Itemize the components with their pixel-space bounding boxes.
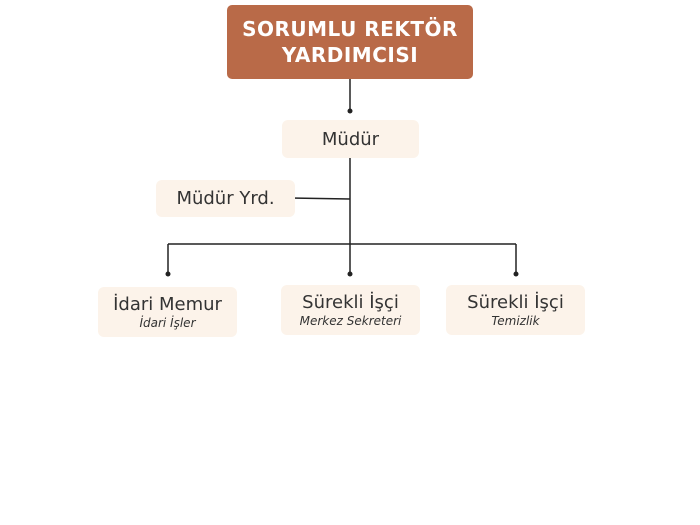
staff-node-administrative-officer: İdari Memur İdari İşler	[98, 287, 237, 337]
deputy-manager-node: Müdür Yrd.	[156, 180, 295, 217]
staff-subtitle: Temizlik	[491, 313, 540, 328]
connector-dot-staff3	[513, 271, 519, 277]
manager-node: Müdür	[282, 120, 419, 158]
staff-subtitle: İdari İşler	[139, 315, 196, 330]
top-node-vice-rector: SORUMLU REKTÖR YARDIMCISI	[227, 5, 473, 79]
connector-dot-staff1	[165, 271, 171, 277]
top-node-line1: SORUMLU REKTÖR	[242, 17, 458, 41]
staff-title: Sürekli İşçi	[467, 291, 564, 313]
staff-title: Sürekli İşçi	[302, 291, 399, 313]
manager-title: Müdür	[321, 128, 380, 150]
deputy-manager-title: Müdür Yrd.	[176, 188, 275, 209]
connector-deputy-branch	[289, 197, 351, 200]
top-node-line2: YARDIMCISI	[281, 43, 419, 67]
staff-node-permanent-worker-cleaning: Sürekli İşçi Temizlik	[446, 285, 585, 335]
staff-title: İdari Memur	[113, 293, 222, 315]
connector-dot-staff2	[347, 271, 353, 277]
staff-subtitle: Merkez Sekreteri	[299, 313, 402, 328]
connector-dot-manager	[347, 108, 353, 114]
staff-node-permanent-worker-secretary: Sürekli İşçi Merkez Sekreteri	[281, 285, 420, 335]
